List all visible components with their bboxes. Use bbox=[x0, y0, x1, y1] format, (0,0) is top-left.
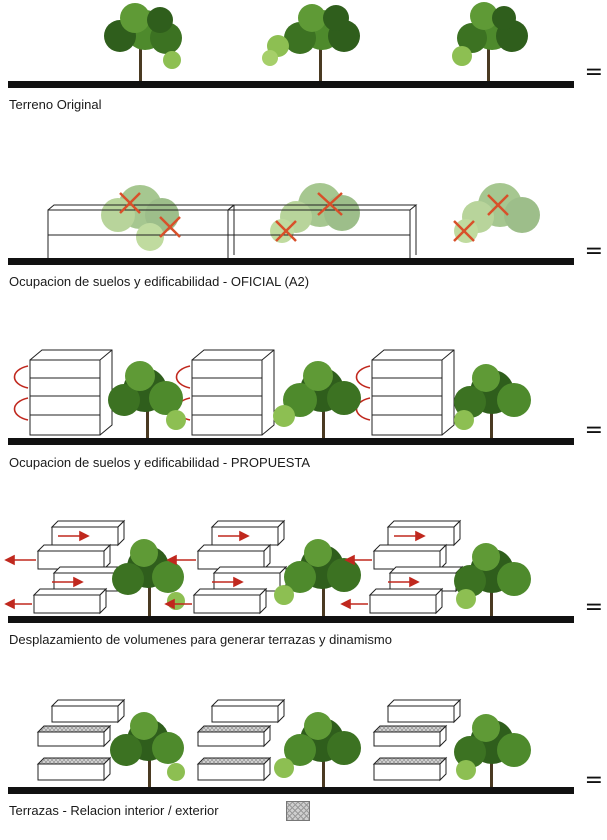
caption-desplazamiento: Desplazamiento de volumenes para generar… bbox=[9, 632, 392, 647]
tree bbox=[104, 3, 182, 82]
panel-ocupacion-oficial: = Ocupacion de suelos y edificabilidad -… bbox=[0, 165, 607, 295]
proposal-illustration bbox=[8, 349, 574, 445]
faded-tree bbox=[101, 185, 179, 251]
equals-sign: = bbox=[584, 768, 603, 793]
caption-ocupacion-propuesta: Ocupacion de suelos y edificabilidad - P… bbox=[9, 455, 311, 470]
equals-sign: = bbox=[584, 239, 603, 264]
tree bbox=[110, 712, 185, 788]
ground-line bbox=[8, 616, 574, 623]
building-stack bbox=[36, 698, 126, 782]
ground-line bbox=[8, 258, 574, 265]
tree bbox=[454, 543, 531, 618]
tree bbox=[262, 4, 360, 82]
building-stack bbox=[371, 349, 455, 436]
caption-terreno-original: Terreno Original bbox=[9, 97, 102, 112]
panel-terrazas: = Terrazas - Relacion interior / exterio… bbox=[0, 688, 607, 838]
ground-line bbox=[8, 787, 574, 794]
ground-line bbox=[8, 81, 574, 88]
equals-sign: = bbox=[584, 595, 603, 620]
official-occupation-illustration bbox=[8, 183, 574, 265]
caption-ocupacion-oficial: Ocupacion de suelos y edificabilidad - O… bbox=[9, 274, 310, 289]
equals-sign: = bbox=[584, 418, 603, 443]
tree bbox=[452, 2, 528, 82]
terrace-building-volumes bbox=[36, 698, 462, 782]
tree bbox=[108, 361, 186, 440]
building-stack bbox=[191, 349, 275, 436]
panel-terreno-original: = Terreno Original bbox=[0, 0, 607, 125]
building-stack bbox=[196, 698, 286, 782]
caption-terrazas: Terrazas - Relacion interior / exterior bbox=[9, 803, 219, 818]
removed-tree-cross-marks bbox=[119, 192, 509, 242]
building-stack bbox=[372, 698, 462, 782]
building-stack bbox=[32, 519, 128, 615]
stacked-building-volumes bbox=[29, 349, 455, 436]
tree bbox=[274, 712, 361, 788]
tree bbox=[274, 539, 361, 618]
equals-sign: = bbox=[584, 60, 603, 85]
tree bbox=[112, 539, 185, 618]
tree bbox=[454, 364, 531, 440]
terrain-illustration bbox=[8, 2, 574, 88]
terraces-illustration bbox=[8, 698, 574, 794]
tree bbox=[273, 361, 361, 440]
terrace-hatch-swatch bbox=[286, 801, 310, 821]
ground-line bbox=[8, 438, 574, 445]
panel-desplazamiento: = Desplazamiento de volumenes para gener… bbox=[0, 515, 607, 660]
tree bbox=[454, 714, 531, 788]
displacement-illustration bbox=[4, 519, 574, 623]
displacement-arrows bbox=[4, 530, 426, 610]
building-stack bbox=[29, 349, 113, 436]
panel-ocupacion-propuesta: = Ocupacion de suelos y edificabilidad -… bbox=[0, 338, 607, 478]
displaced-building-volumes bbox=[32, 519, 464, 615]
